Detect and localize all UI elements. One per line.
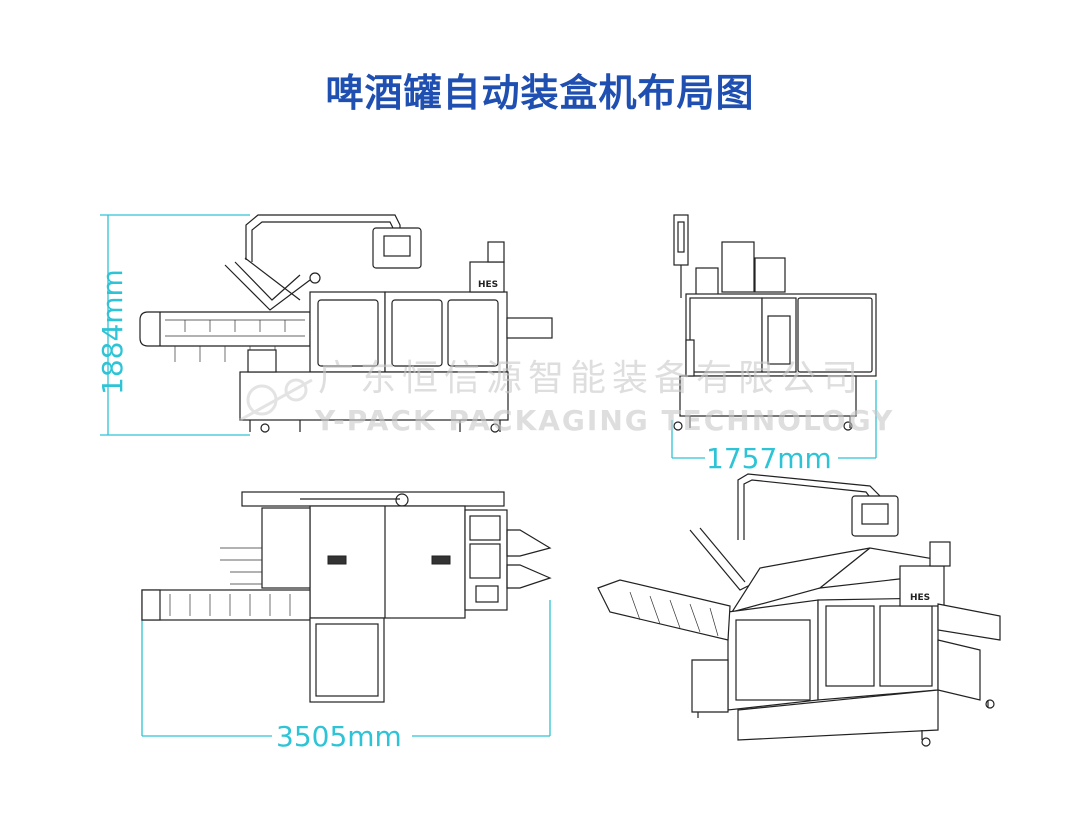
panel-label: HES	[478, 280, 498, 290]
iso-panel-label: HES	[910, 593, 930, 603]
height-dimension: 1884mm	[96, 269, 129, 395]
depth-dimension: 1757mm	[706, 442, 832, 475]
watermark-cn: 广东恒信源智能装备有限公司	[318, 358, 864, 399]
length-dimension: 3505mm	[276, 720, 402, 753]
isometric-view: HES	[597, 473, 1001, 747]
page-title: 啤酒罐自动装盒机布局图	[325, 71, 755, 115]
watermark-logo-icon	[239, 378, 313, 422]
side-view: 1757mm	[671, 214, 877, 475]
watermark-en: Y-PACK PACKAGING TECHNOLOGY	[314, 404, 894, 437]
watermark: 广东恒信源智能装备有限公司 Y-PACK PACKAGING TECHNOLOG…	[239, 358, 894, 437]
top-view: 3505mm	[141, 491, 552, 753]
front-view: 1884mm	[96, 214, 553, 436]
